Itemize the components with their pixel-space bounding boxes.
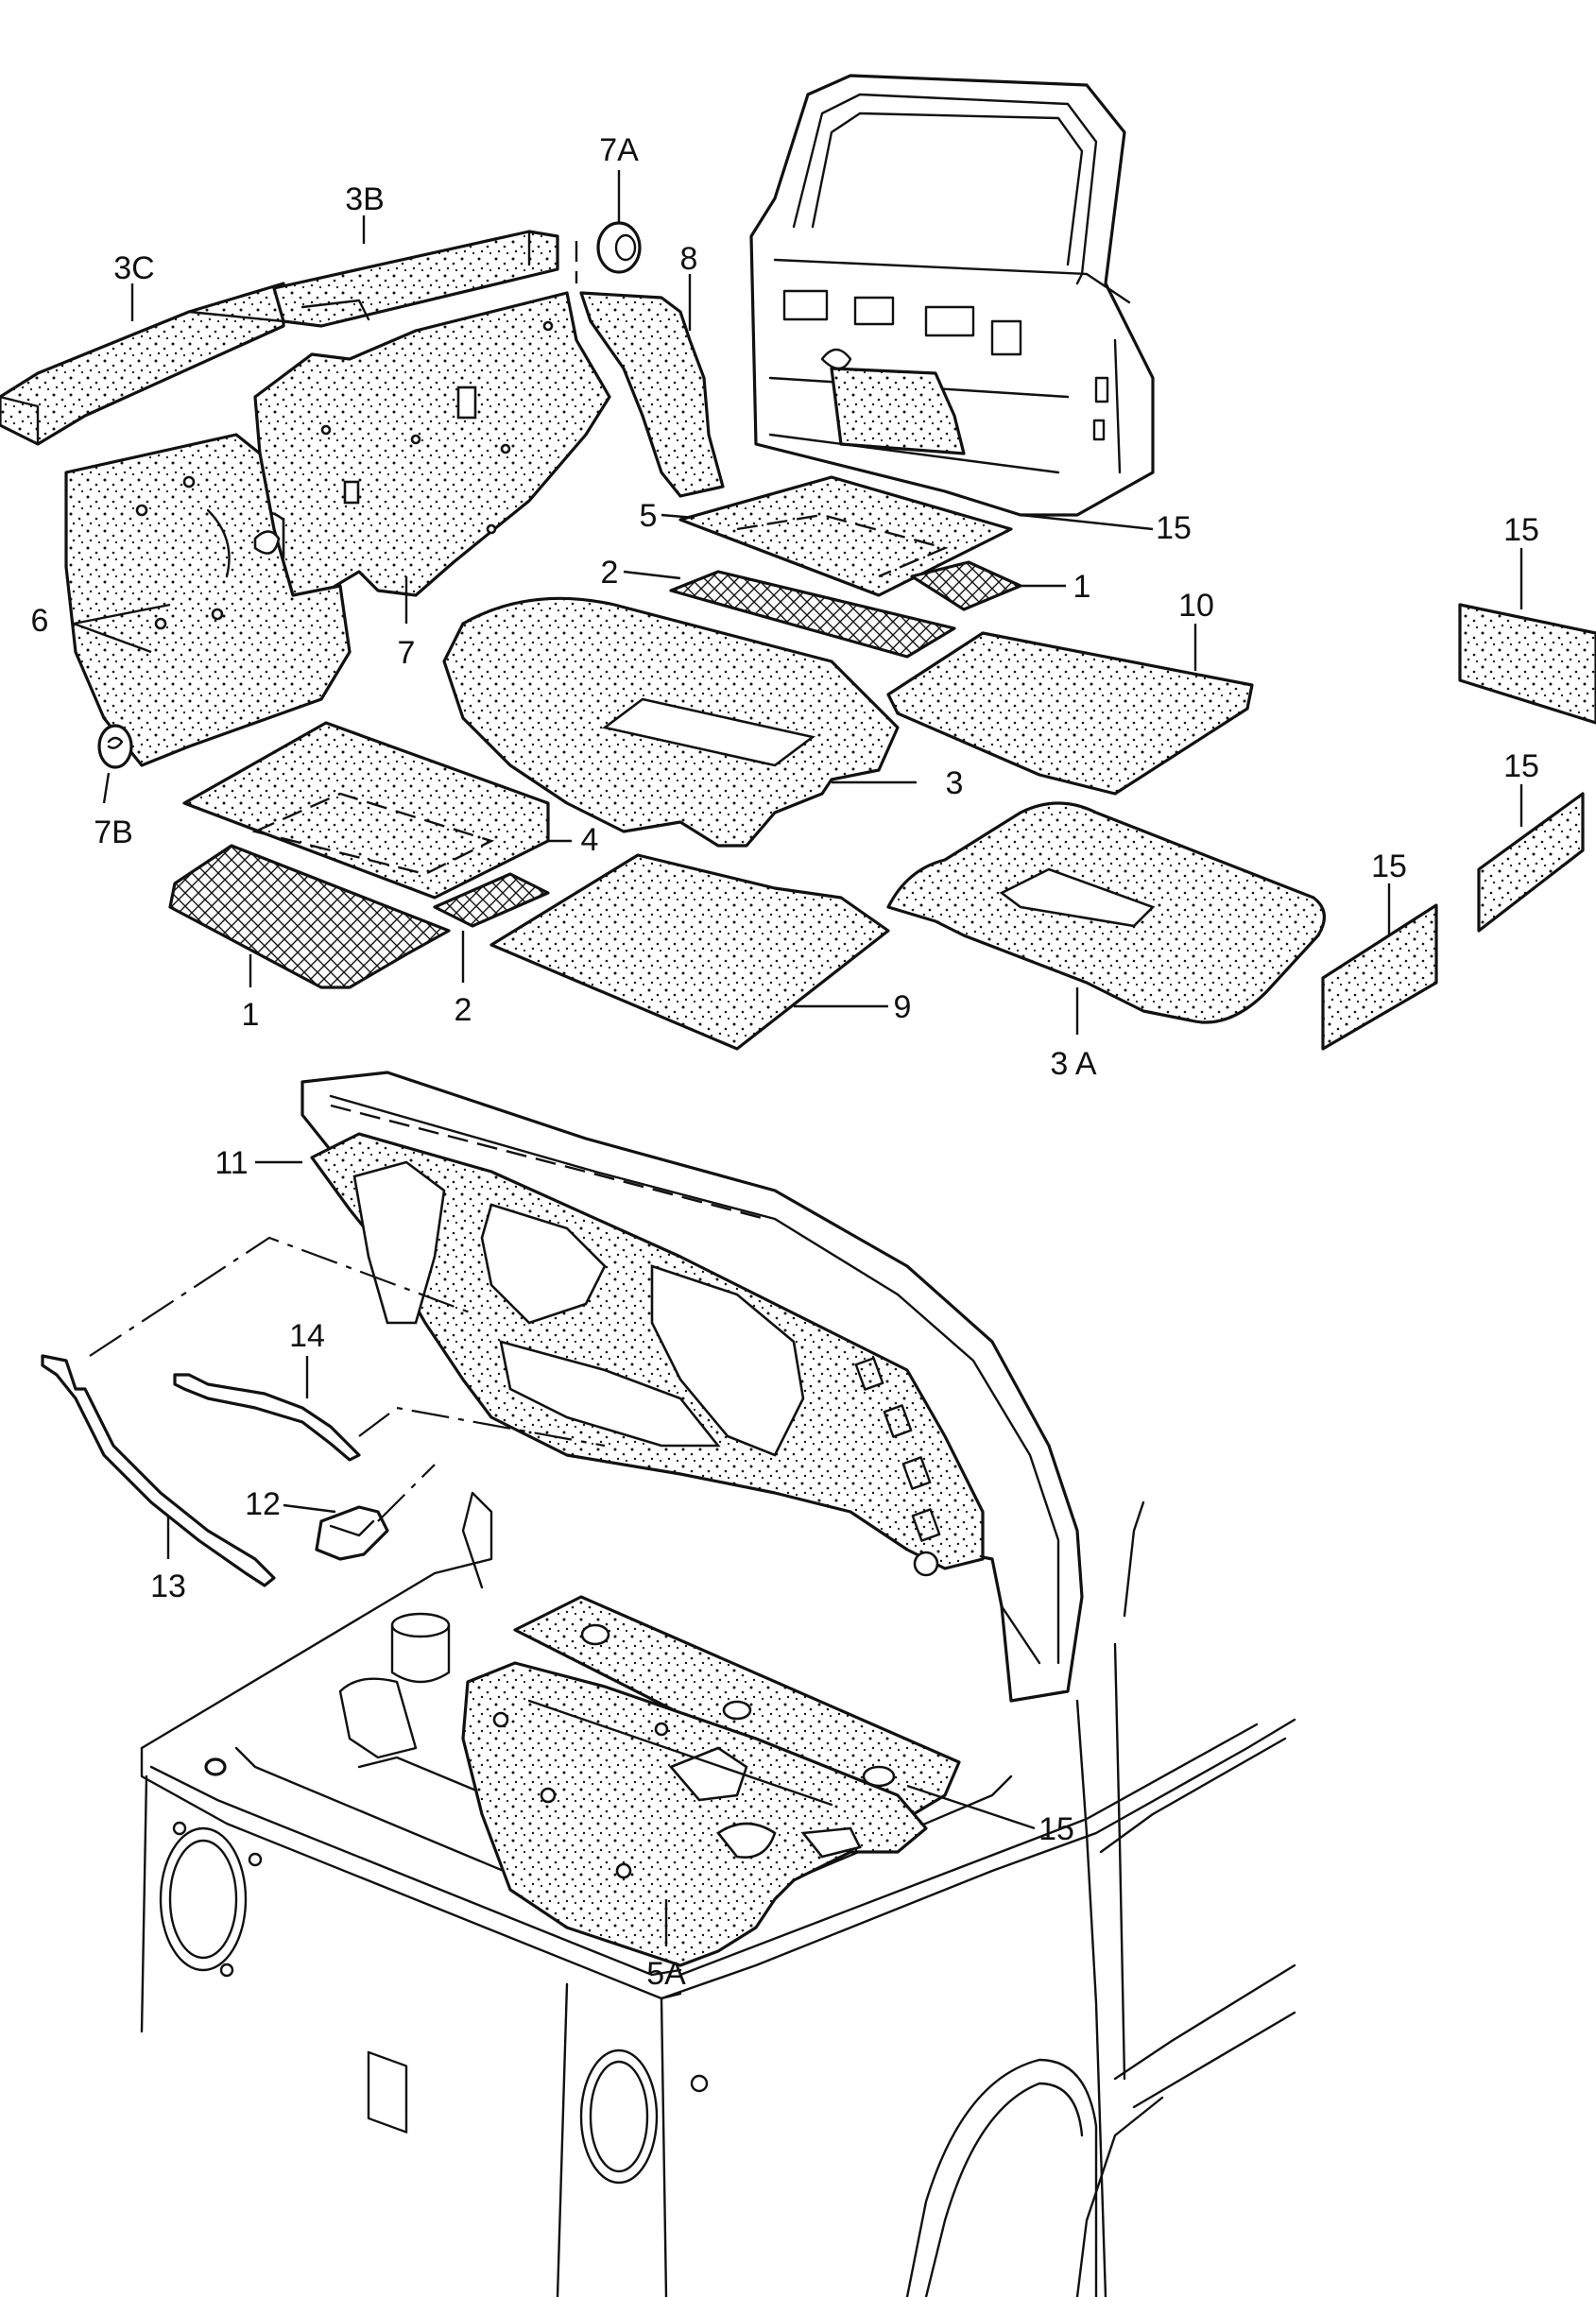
label-8: 8: [680, 241, 698, 277]
part-15-piece-a: [1458, 603, 1596, 725]
part-10-mat: [886, 631, 1254, 796]
label-3a: 3 A: [1050, 1046, 1096, 1082]
rear-door-frame: [749, 74, 1155, 517]
label-15-right-top: 15: [1503, 512, 1539, 548]
label-2-upper: 2: [601, 555, 619, 591]
label-9: 9: [894, 989, 912, 1025]
part-3c-strip: [0, 282, 285, 446]
part-9-mat: [489, 853, 890, 1051]
label-4: 4: [581, 822, 599, 858]
label-7: 7: [398, 635, 416, 671]
label-5a: 5A: [646, 1956, 686, 1992]
part-7a-grommet: [575, 221, 642, 283]
label-1-upper: 1: [1073, 569, 1091, 605]
assembly-line-clip: [377, 1464, 436, 1522]
label-7b: 7B: [94, 814, 133, 850]
part-12-clip: [315, 1505, 389, 1561]
part-15-piece-c: [1321, 903, 1438, 1051]
part-3b-strip: [272, 230, 559, 328]
assembly-line-hood: [89, 1236, 473, 1357]
part-3a-mat: [886, 801, 1326, 1024]
label-3c: 3C: [113, 250, 154, 286]
label-11: 11: [215, 1145, 248, 1181]
hood-panel: [300, 1071, 1084, 1703]
car-body-front: [140, 1491, 1296, 2297]
part-15-piece-b: [1477, 792, 1585, 933]
label-1-lower: 1: [242, 997, 260, 1033]
label-15-right-low: 15: [1371, 849, 1407, 884]
label-15-engine-bay: 15: [1038, 1811, 1074, 1847]
part-2-grid-mat-lower: [433, 872, 550, 928]
label-5: 5: [640, 498, 658, 534]
label-12: 12: [245, 1486, 281, 1522]
label-3: 3: [946, 765, 964, 801]
label-13: 13: [150, 1568, 186, 1604]
part-3-tunnel-mat: [442, 596, 900, 848]
label-6: 6: [31, 603, 49, 639]
part-1-grid-mat-lower: [168, 844, 451, 989]
label-7a: 7A: [599, 132, 639, 168]
leader-lines: [73, 170, 1523, 1946]
part-8-arch-piece: [579, 291, 725, 498]
part-7-firewall-panel: [244, 291, 611, 607]
assembly-line-rod: [358, 1406, 606, 1448]
label-15-door: 15: [1156, 510, 1192, 546]
part-7b-plug: [97, 724, 133, 769]
part-4-mat: [182, 721, 550, 900]
part-14-hood-rod: [173, 1373, 361, 1462]
part-5a-bulkhead-mat: [461, 1661, 928, 1967]
part-2-grid-mat-upper: [669, 570, 956, 659]
part-6-side-panel: [64, 433, 352, 767]
part-13-hood-stay: [41, 1354, 276, 1587]
part-5-mat: [678, 475, 1013, 597]
label-2-lower: 2: [455, 992, 472, 1028]
label-10: 10: [1178, 588, 1214, 624]
label-3b: 3B: [345, 181, 385, 217]
label-15-right-mid: 15: [1503, 748, 1539, 784]
label-14: 14: [289, 1318, 325, 1354]
